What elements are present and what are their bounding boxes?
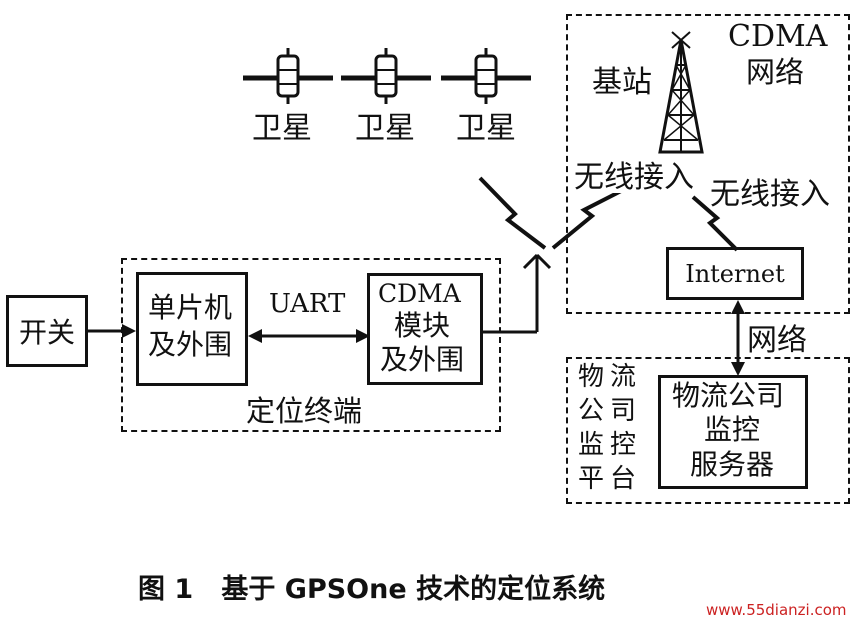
cdma-network-region [566, 14, 850, 314]
satellite-icon [441, 48, 531, 104]
platform-label-char: 公 [578, 396, 605, 426]
server-line1: 物流公司 [672, 379, 785, 412]
internet-box: Internet [666, 247, 804, 300]
figure-caption: 图 1 基于 GPSOne 技术的定位系统 [138, 574, 606, 605]
internet-label: Internet [685, 259, 785, 288]
arrow-head [356, 329, 370, 343]
mcu-line2: 及外围 [148, 328, 233, 361]
arrow-head [248, 329, 262, 343]
base-station-label: 基站 [592, 65, 652, 100]
server-line2: 监控 [704, 413, 761, 446]
mcu-line1: 单片机 [148, 291, 233, 324]
network-link-label: 网络 [747, 323, 807, 358]
platform-label-char: 流 [610, 362, 637, 392]
antenna-icon [522, 253, 552, 332]
wireless-signal-icon [478, 176, 547, 250]
wireless-access-label-right: 无线接入 [710, 177, 830, 212]
platform-label-char: 司 [610, 396, 637, 426]
tower-icon [658, 31, 704, 154]
arrow-head [122, 324, 136, 338]
arrow-head [731, 362, 745, 376]
cdma-network-subtitle: 网络 [746, 55, 805, 89]
watermark: www.55dianzi.com [706, 601, 847, 619]
platform-label-char: 控 [610, 430, 637, 460]
platform-label-char: 平 [578, 464, 605, 494]
arrow-head [731, 300, 745, 314]
positioning-terminal-region [121, 258, 501, 432]
logistics-platform-region [566, 357, 850, 504]
uart-label: UART [269, 289, 346, 319]
switch-label: 开关 [18, 316, 75, 349]
satellite-label: 卫星 [252, 111, 312, 146]
satellite-label: 卫星 [355, 111, 415, 146]
wireless-signal-icon [551, 186, 628, 250]
satellite-icon [243, 48, 333, 104]
platform-label-char: 台 [610, 464, 637, 494]
server-box [658, 375, 808, 489]
platform-label-char: 物 [578, 362, 605, 392]
mcu-box [136, 272, 248, 386]
cdma-module-line3: 及外围 [380, 343, 465, 376]
server-line3: 服务器 [690, 448, 775, 481]
terminal-label: 定位终端 [246, 394, 363, 428]
cdma-network-title: CDMA [728, 19, 828, 54]
wireless-access-label-left: 无线接入 [574, 160, 694, 195]
satellite-icon [341, 48, 431, 104]
cdma-module-line2: 模块 [394, 309, 451, 342]
wireless-signal-icon [691, 195, 739, 252]
switch-box: 开关 [6, 295, 88, 367]
cdma-module-box [367, 273, 483, 385]
cdma-module-line1: CDMA [378, 279, 461, 308]
platform-label-char: 监 [578, 430, 605, 460]
satellite-label: 卫星 [456, 111, 516, 146]
